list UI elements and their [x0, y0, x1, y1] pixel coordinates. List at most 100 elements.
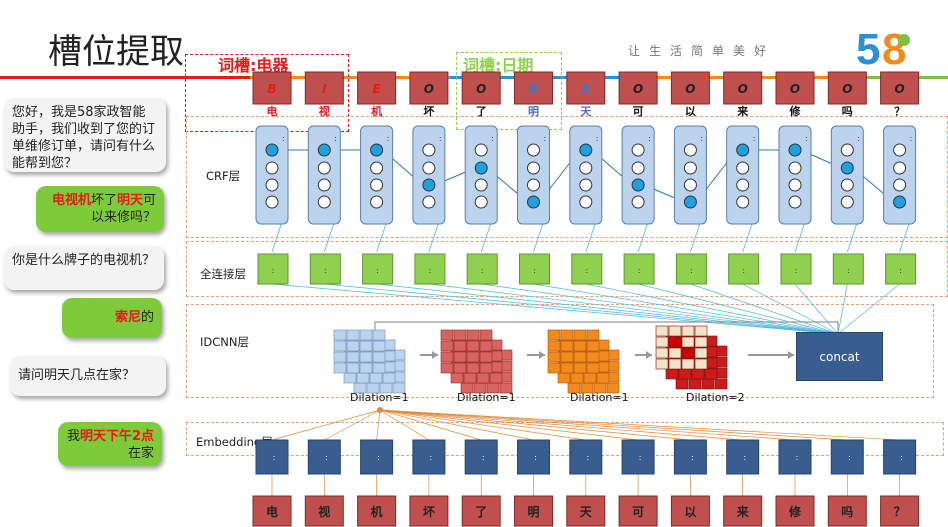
tag-box: [670, 71, 710, 105]
embedding-node: [412, 439, 446, 475]
chat-bubble-assistant-brand: 你是什么牌子的电视机？: [4, 246, 164, 290]
embedding-node: [883, 439, 917, 475]
conv-cell: [333, 329, 347, 341]
emb-fan-edge: [379, 409, 482, 441]
chat-highlight: 电视机: [51, 193, 91, 208]
conv-cell: [346, 351, 360, 363]
crf-node: [527, 161, 540, 175]
tag-label: E: [372, 82, 381, 96]
emb-dots: :: [586, 453, 589, 462]
conv-cell: [694, 336, 708, 348]
crf-dots: :: [544, 134, 547, 143]
fc-to-crf-edge: [899, 221, 910, 253]
input-token-box: [514, 495, 553, 527]
tag-label: I: [322, 82, 327, 96]
input-token-label: 电: [266, 504, 278, 519]
tag-box: [252, 71, 292, 105]
input-token-label: 了: [475, 505, 487, 519]
conv-cell: [560, 329, 574, 341]
conv-cell: [681, 358, 695, 370]
crf-node: [893, 178, 907, 192]
conv-cell: [668, 336, 682, 348]
chat-text: 可以来修吗？: [90, 193, 156, 225]
emb-dots: :: [273, 453, 276, 462]
input-token-label: 来: [736, 504, 750, 519]
tag-box: [409, 71, 449, 105]
conv-cell: [678, 368, 692, 380]
dilation-label-3: Dilation=1: [570, 391, 629, 404]
conv-cell: [665, 368, 679, 380]
conv-cell: [694, 325, 708, 337]
fc-node: [362, 253, 394, 285]
crf-node: [736, 161, 750, 175]
tag-box: [827, 71, 867, 105]
crf-node: [788, 178, 802, 192]
emb-dots: :: [377, 453, 380, 462]
conv-cell: [489, 372, 503, 384]
crf-node: [893, 161, 907, 175]
crf-node: [840, 195, 854, 209]
conv-block-4: [655, 325, 728, 390]
fc-to-concat-edge: [638, 283, 839, 335]
conv-cell: [668, 347, 682, 359]
chat-highlight: 明天下午2点: [79, 429, 154, 444]
input-token-label: 以: [684, 505, 696, 519]
crf-node: [527, 143, 540, 157]
dilation-label-4: Dilation=2: [686, 391, 745, 404]
tag-label: O: [424, 82, 434, 96]
embedding-node: [778, 439, 812, 475]
flow-arrowhead: [788, 351, 794, 359]
top-token-label: 了: [476, 105, 487, 118]
fc-node: [519, 253, 550, 285]
crf-node-active: [736, 143, 750, 157]
conv-cell: [688, 378, 702, 390]
svg-text:5: 5: [856, 26, 880, 70]
fc-to-crf-edge: [533, 221, 544, 253]
crf-column: [255, 125, 289, 225]
crf-dots: :: [282, 134, 285, 143]
skip-connection: [374, 321, 839, 332]
tag-box: [566, 71, 606, 105]
input-token-label: 修: [788, 504, 802, 519]
fc-node: [675, 253, 707, 285]
conv-cell: [560, 362, 574, 374]
conv-cell: [586, 329, 600, 341]
crf-dots: :: [439, 134, 442, 143]
top-token-label: 吗: [842, 105, 853, 118]
conv-cell: [606, 382, 620, 394]
emb-fan-edge: [379, 409, 848, 441]
emb-dots: :: [534, 453, 537, 462]
crf-node: [317, 178, 331, 192]
fc-to-concat-edge: [324, 283, 839, 335]
crf-node-active: [422, 178, 436, 192]
crf-node: [579, 161, 593, 175]
fc-to-crf-edge: [428, 221, 440, 253]
crf-column: [621, 125, 655, 225]
fc-node: [623, 253, 655, 285]
fc-to-concat-edge: [376, 283, 839, 335]
crf-dots: :: [387, 134, 390, 143]
conv-cell: [372, 351, 386, 363]
conv-cell: [372, 362, 386, 374]
conv-block-3: [547, 329, 620, 394]
fc-dots: :: [481, 266, 484, 275]
fc-to-concat-edge: [585, 283, 839, 335]
conv-cell: [453, 351, 467, 363]
conv-cell: [701, 378, 715, 390]
tag-box: [304, 71, 344, 105]
conv-cell: [466, 329, 480, 341]
conv-cell: [453, 329, 467, 341]
conv-cell: [668, 358, 682, 370]
input-token-label: 吗: [841, 505, 853, 519]
crf-node: [474, 143, 488, 157]
fc-to-crf-edge: [742, 221, 754, 253]
fc-to-concat-edge: [271, 283, 839, 335]
input-token-label: ？: [894, 505, 906, 519]
fc-node: [414, 253, 446, 285]
fc-node: [571, 253, 603, 285]
conv-cell: [586, 340, 600, 352]
conv-cell: [440, 351, 454, 363]
emb-dots: :: [430, 453, 433, 462]
fc-to-concat-edge: [837, 283, 900, 335]
crf-dots: :: [805, 134, 808, 143]
